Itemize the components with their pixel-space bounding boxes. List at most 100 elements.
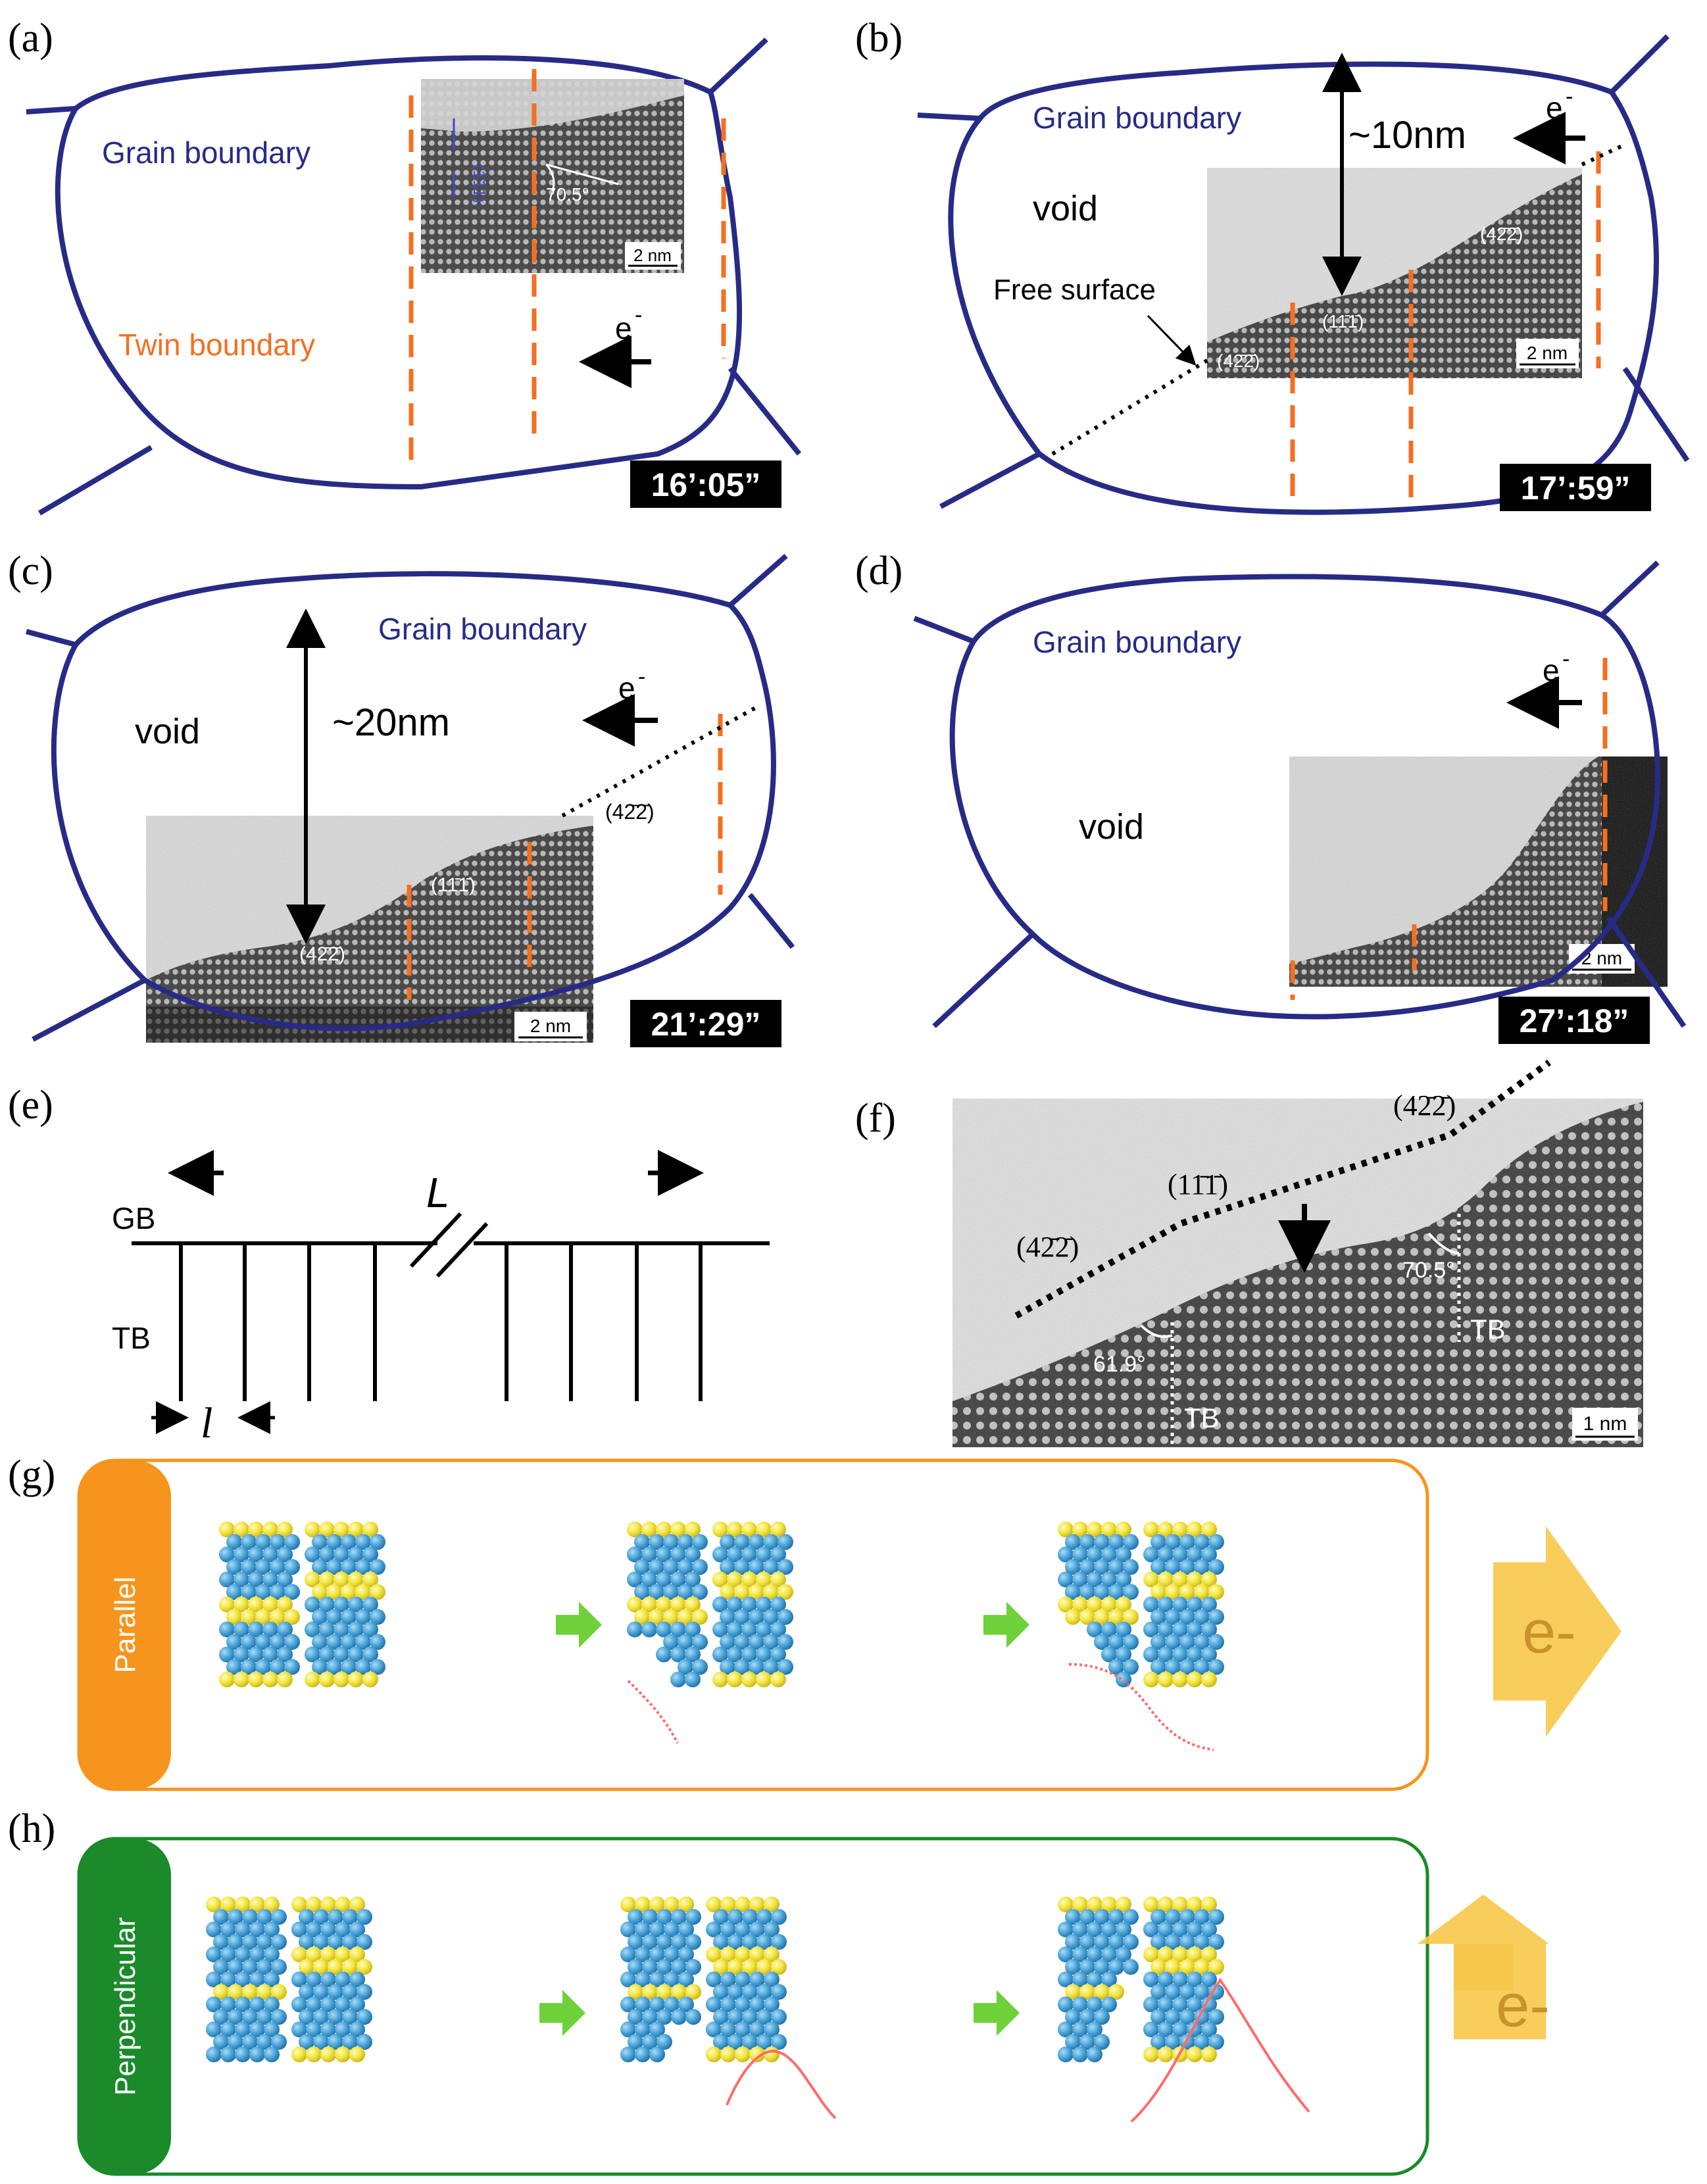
lattice-atom	[1065, 1909, 1081, 1925]
panel-d: (d) 2 nm Grain boundary void e -	[855, 549, 1687, 1044]
lattice-atom	[712, 1597, 728, 1612]
free-surface-label-b: Free surface	[993, 274, 1156, 306]
lattice-atom	[335, 2022, 351, 2037]
lattice-atom	[1087, 1622, 1102, 1637]
lattice-atom	[271, 2034, 287, 2050]
lattice-atom	[270, 1634, 285, 1650]
lattice-atom	[312, 1634, 328, 1650]
lattice-atom	[320, 1922, 336, 1937]
twin-boundary-atom	[355, 1584, 371, 1600]
perpendicular-atom-stage-1	[206, 1897, 372, 2062]
lattice-atom	[670, 1647, 686, 1662]
lattice-atom	[1150, 1559, 1166, 1575]
panel-label-e: (e)	[8, 1083, 53, 1128]
lattice-atom	[728, 1984, 743, 2000]
lattice-atom	[228, 1934, 243, 1950]
twin-boundary-atom	[778, 1584, 793, 1600]
lattice-atom	[649, 1922, 665, 1937]
lattice-atom	[1187, 1972, 1202, 1987]
twin-boundary-atom	[749, 1897, 765, 1912]
twin-boundary-atom	[749, 2047, 765, 2062]
lattice-atom	[226, 1534, 242, 1550]
lattice-atom	[248, 1622, 264, 1637]
twin-boundary-atom	[1179, 1584, 1195, 1600]
lattice-atom	[313, 1934, 329, 1950]
twin-boundary-atom	[1201, 1522, 1217, 1537]
lattice-atom	[334, 1597, 349, 1612]
lattice-atom	[1158, 1597, 1174, 1612]
gb-label-a: Grain boundary	[102, 136, 310, 170]
lattice-atom	[1094, 1909, 1110, 1925]
lattice-atom	[1058, 1947, 1074, 1962]
twin-boundary-atom	[291, 1897, 307, 1912]
lattice-atom	[284, 1534, 300, 1550]
twin-boundary-atom	[319, 1522, 335, 1537]
lattice-atom	[255, 1534, 271, 1550]
twin-boundary-atom	[257, 1984, 272, 2000]
twin-boundary-atom	[219, 1672, 235, 1687]
panel-label-h: (h)	[8, 1806, 55, 1851]
twin-boundary-atom	[742, 1959, 758, 1975]
lattice-atom	[262, 1572, 278, 1587]
perpendicular-electron-label: e-	[1496, 1972, 1550, 2039]
lattice-atom	[348, 1597, 364, 1612]
lattice-atom	[678, 1659, 693, 1675]
twin-boundary-atom	[335, 2047, 351, 2062]
lattice-atom	[357, 1984, 372, 2000]
lattice-atom	[685, 1647, 701, 1662]
lattice-atom	[341, 1609, 357, 1625]
lattice-atom	[1058, 1997, 1074, 2012]
lattice-atom	[1087, 1547, 1102, 1562]
twin-boundary-atom	[320, 1897, 336, 1912]
lattice-atom	[1094, 1959, 1110, 1975]
lattice-atom	[1101, 1547, 1117, 1562]
lattice-atom	[1101, 1647, 1117, 1662]
twin-boundary-atom	[1194, 1584, 1210, 1600]
twin-boundary-atom	[255, 1609, 271, 1625]
perpendicular-tab-label: Perpendicular	[109, 1917, 141, 2096]
lattice-atom	[734, 1559, 750, 1575]
angle-label-a: 70.5°	[546, 184, 589, 205]
lattice-atom	[1143, 1547, 1159, 1562]
lattice-atom	[228, 2034, 243, 2050]
lattice-atom	[1150, 2009, 1166, 2025]
twin-boundary-atom	[634, 1609, 650, 1625]
twin-boundary-atom	[305, 1672, 320, 1687]
twin-boundary-atom	[735, 2047, 751, 2062]
lattice-atom	[206, 1997, 222, 2012]
lattice-atom	[628, 1909, 643, 1925]
lattice-atom	[664, 1947, 680, 1962]
tb-label-f1: TB	[1184, 1402, 1220, 1433]
lattice-atom	[313, 1909, 329, 1925]
lattice-atom	[248, 1647, 264, 1662]
lattice-atom	[1194, 1934, 1210, 1950]
electron-label-d: e	[1543, 653, 1560, 687]
lattice-atom	[271, 1909, 287, 1925]
twin-boundary-atom	[670, 1522, 686, 1537]
lattice-atom	[720, 1634, 735, 1650]
tb-lines-e	[179, 1243, 703, 1401]
lattice-atom	[685, 1622, 701, 1637]
lattice-atom	[735, 1922, 751, 1937]
twin-boundary-atom	[357, 1959, 372, 1975]
twin-boundary-atom	[685, 1984, 701, 2000]
twin-boundary-atom	[720, 2047, 736, 2062]
lattice-atom	[685, 1672, 701, 1687]
lattice-atom	[220, 2022, 236, 2037]
twin-boundary-atom	[685, 1597, 701, 1612]
lattice-atom	[228, 2009, 243, 2025]
twin-boundary-atom	[1143, 1897, 1159, 1912]
perpendicular-step-arrow-1	[539, 1990, 585, 2036]
lattice-atom	[357, 2034, 372, 2050]
twin-boundary-atom	[349, 1947, 365, 1962]
lattice-atom	[771, 1984, 787, 2000]
void-label-b: void	[1033, 189, 1098, 228]
lattice-atom	[1150, 1659, 1166, 1675]
electron-flow-d: e -	[1506, 647, 1582, 729]
twin-boundary-atom	[335, 1947, 351, 1962]
lattice-atom	[1208, 2034, 1224, 2050]
lattice-atom	[1172, 1922, 1188, 1937]
electron-label-c: e	[618, 671, 635, 705]
lattice-atom	[348, 1647, 364, 1662]
lattice-atom	[1208, 1609, 1224, 1625]
